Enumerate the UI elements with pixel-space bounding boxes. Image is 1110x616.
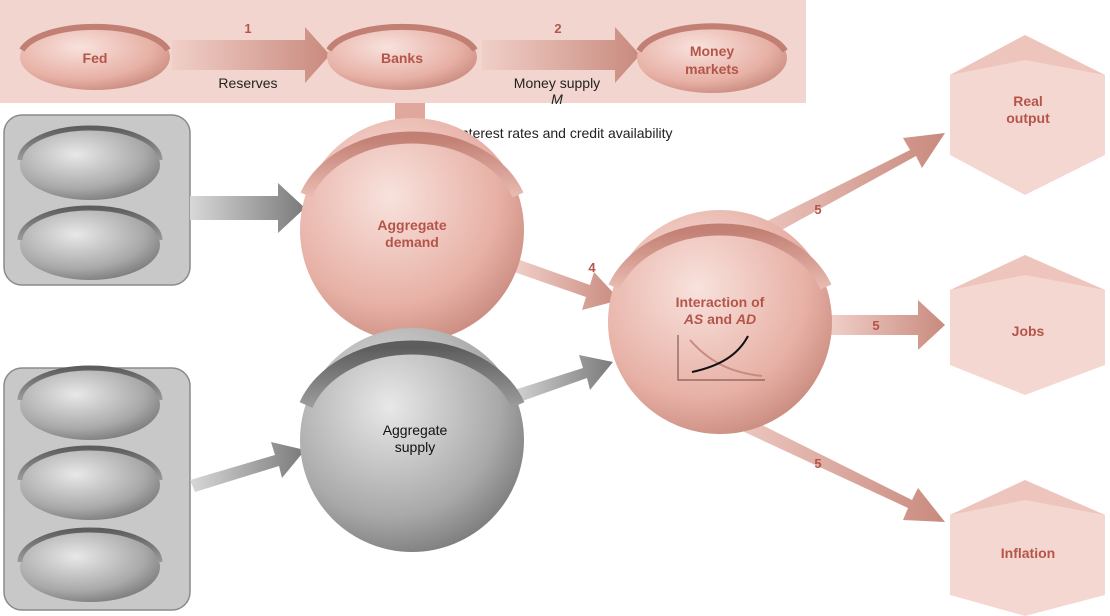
aggregate-supply-label-line1: Aggregate xyxy=(383,422,448,438)
arrow-fed-to-banks xyxy=(172,27,330,83)
arrow-banks-to-money-markets xyxy=(482,27,640,83)
fed-node xyxy=(19,23,171,90)
jobs-node xyxy=(950,255,1105,395)
inflation-node xyxy=(950,480,1105,616)
real-output-node xyxy=(950,35,1105,195)
step-5-jobs-label: 5 xyxy=(872,318,879,333)
reserves-label: Reserves xyxy=(218,75,277,91)
arrow-demand-factors-to-aggregate-demand xyxy=(190,183,305,233)
banks-label: Banks xyxy=(381,50,423,66)
real-output-label-line2: output xyxy=(1006,110,1050,126)
aggregate-supply-node xyxy=(299,328,525,552)
aggregate-demand-label-line2: demand xyxy=(385,234,439,250)
money-markets-node xyxy=(636,23,788,93)
ad-symbol: AD xyxy=(735,311,756,327)
jobs-label: Jobs xyxy=(1012,323,1045,339)
aggregate-demand-label-line1: Aggregate xyxy=(377,217,446,233)
money-markets-label-line1: Money xyxy=(690,43,735,59)
step-2-label: 2 xyxy=(554,21,561,36)
and-word: and xyxy=(703,311,736,327)
inflation-label: Inflation xyxy=(1001,545,1055,561)
arrow-supply-factors-to-aggregate-supply xyxy=(190,442,305,492)
arrow-interaction-to-real-output xyxy=(725,133,945,254)
arrow-interaction-to-jobs xyxy=(830,300,945,350)
interaction-label-line2: AS and AD xyxy=(683,311,756,327)
step-1-label: 1 xyxy=(244,21,251,36)
demand-factors-stack xyxy=(3,114,191,286)
step-5-real-output-label: 5 xyxy=(814,202,821,217)
money-supply-label: Money supply xyxy=(514,75,600,91)
arrow-interaction-to-inflation xyxy=(712,405,945,522)
money-supply-symbol: M xyxy=(551,91,563,107)
fed-label: Fed xyxy=(83,50,108,66)
as-symbol: AS xyxy=(683,311,704,327)
step-5-inflation-label: 5 xyxy=(814,456,821,471)
supply-factors-stack xyxy=(3,365,191,611)
interaction-label-line1: Interaction of xyxy=(676,294,765,310)
arrow-aggregate-demand-to-interaction xyxy=(514,260,620,310)
banks-node xyxy=(326,23,478,90)
as-ad-graph-icon xyxy=(677,335,765,381)
step-4-label: 4 xyxy=(588,260,596,275)
real-output-label-line1: Real xyxy=(1013,93,1043,109)
interaction-node xyxy=(608,210,832,434)
aggregate-supply-label-line2: supply xyxy=(395,439,435,455)
money-markets-label-line2: markets xyxy=(685,61,739,77)
aggregate-demand-node xyxy=(300,118,524,342)
arrow-aggregate-supply-to-interaction xyxy=(508,355,613,404)
interest-rates-label: Interest rates and credit availability xyxy=(457,125,673,141)
